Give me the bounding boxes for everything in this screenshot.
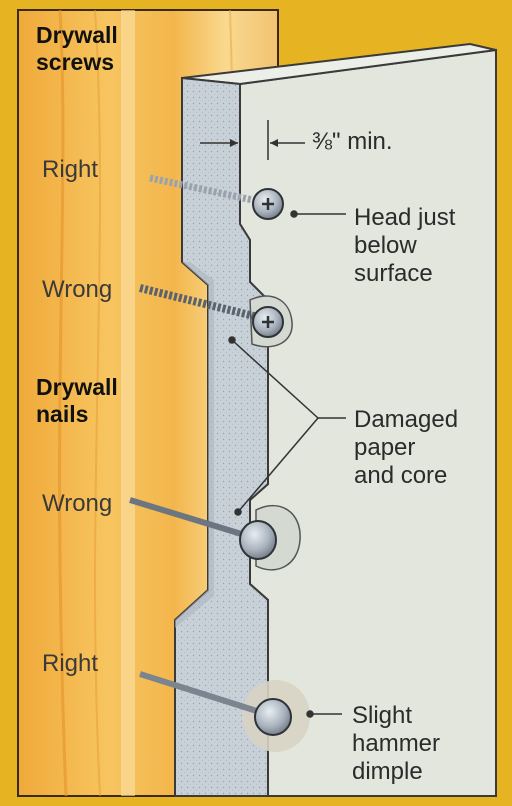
- callout-min-depth: ⅜" min.: [312, 128, 393, 156]
- label-screw-wrong: Wrong: [42, 276, 112, 304]
- callout-head-line-3: surface: [354, 260, 455, 288]
- callout-dimple-line-3: dimple: [352, 758, 440, 786]
- callout-dimple-line-2: hammer: [352, 730, 440, 758]
- heading-drywall-nails: Drywall nails: [36, 374, 118, 428]
- heading-nails-line-1: Drywall: [36, 374, 118, 401]
- callout-damaged-line-1: Damaged: [354, 406, 458, 434]
- label-nail-right: Right: [42, 650, 98, 678]
- heading-nails-line-2: nails: [36, 401, 118, 428]
- heading-screws-line-2: screws: [36, 49, 118, 76]
- heading-screws-line-1: Drywall: [36, 22, 118, 49]
- callout-head-below-surface: Head just below surface: [354, 204, 455, 288]
- label-screw-right: Right: [42, 156, 98, 184]
- callout-damaged-paper-core: Damaged paper and core: [354, 406, 458, 490]
- callout-damaged-line-2: paper: [354, 434, 458, 462]
- callout-head-line-1: Head just: [354, 204, 455, 232]
- callout-head-line-2: below: [354, 232, 455, 260]
- label-nail-wrong: Wrong: [42, 490, 112, 518]
- callout-damaged-line-3: and core: [354, 462, 458, 490]
- heading-drywall-screws: Drywall screws: [36, 22, 118, 76]
- callout-dimple-line-1: Slight: [352, 702, 440, 730]
- callout-hammer-dimple: Slight hammer dimple: [352, 702, 440, 786]
